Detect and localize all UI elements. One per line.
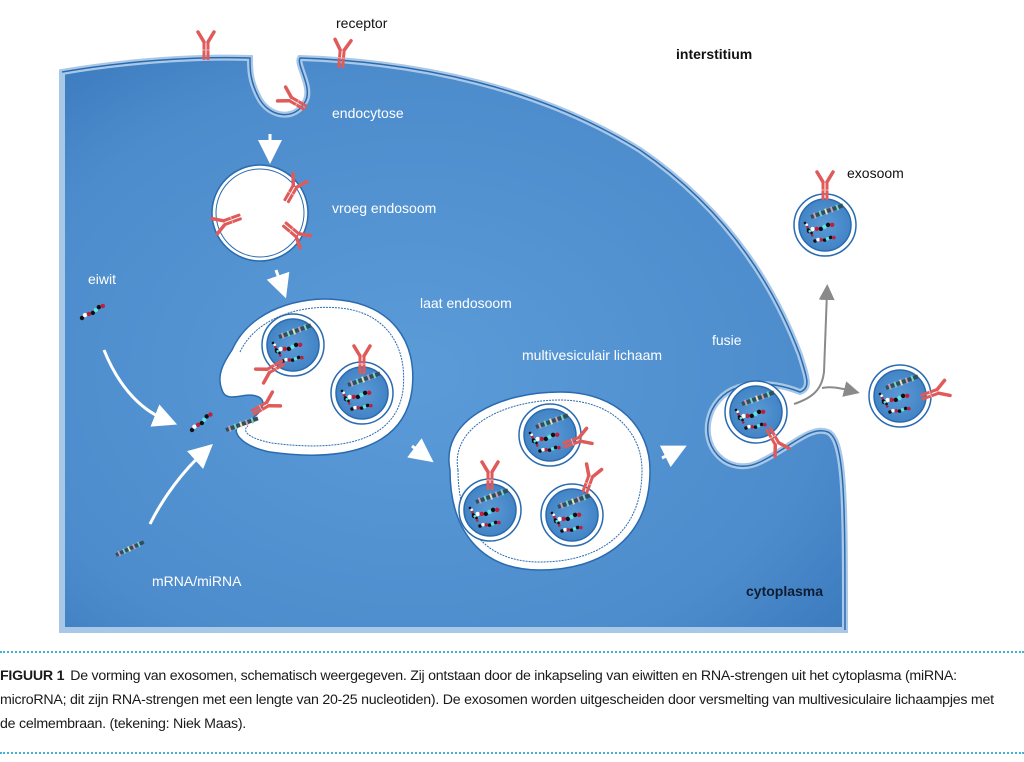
arrow-icon bbox=[102, 349, 178, 427]
label-interstitium: interstitium bbox=[676, 46, 752, 62]
label-receptor: receptor bbox=[336, 15, 388, 31]
process-arrows bbox=[102, 134, 687, 525]
fusion-vesicle bbox=[725, 381, 791, 459]
inner-vesicle bbox=[541, 484, 603, 546]
caption-line-2: microRNA; dit zijn RNA-strengen met een … bbox=[0, 692, 994, 708]
inner-vesicle bbox=[331, 362, 393, 424]
exosome-right bbox=[869, 365, 952, 427]
arrow-icon bbox=[793, 284, 835, 405]
arrow-icon bbox=[148, 443, 213, 525]
label-cytoplasma: cytoplasma bbox=[746, 583, 823, 599]
label-vroeg-endosoom: vroeg endosoom bbox=[332, 200, 436, 216]
label-exosoom: exosoom bbox=[847, 165, 904, 181]
caption-line-1: FIGUUR 1 De vorming van exosomen, schemat… bbox=[0, 664, 1024, 688]
arrow-icon bbox=[821, 381, 860, 397]
figure-label: FIGUUR 1 bbox=[0, 668, 65, 684]
label-fusie: fusie bbox=[712, 332, 742, 348]
caption-text-1: De vorming van exosomen, schematisch wee… bbox=[70, 668, 957, 684]
divider-top bbox=[0, 651, 1024, 653]
label-laat-endosoom: laat endosoom bbox=[420, 295, 512, 311]
exosome-top bbox=[794, 170, 856, 256]
exosome-formation-diagram: receptor interstitium endocytose vroeg e… bbox=[59, 15, 952, 633]
inner-vesicle bbox=[459, 479, 521, 541]
arrow-icon bbox=[407, 438, 434, 463]
divider-bottom bbox=[0, 752, 1024, 754]
late-endosome bbox=[219, 298, 414, 456]
caption-line-3: de celmembraan. (tekening: Niek Maas). bbox=[0, 716, 246, 732]
release-arrows bbox=[793, 284, 860, 405]
label-eiwit: eiwit bbox=[88, 271, 116, 287]
label-multivesiculair-lichaam: multivesiculair lichaam bbox=[522, 347, 662, 363]
label-mrna-mirna: mRNA/miRNA bbox=[152, 573, 242, 589]
figure-caption: FIGUUR 1 De vorming van exosomen, schemat… bbox=[0, 664, 1024, 736]
inner-vesicle bbox=[519, 404, 581, 466]
label-endocytose: endocytose bbox=[332, 105, 404, 121]
arrow-icon bbox=[659, 445, 687, 468]
multivesicular-body bbox=[448, 391, 651, 571]
arrow-icon bbox=[266, 269, 290, 299]
early-endosome bbox=[210, 164, 313, 262]
